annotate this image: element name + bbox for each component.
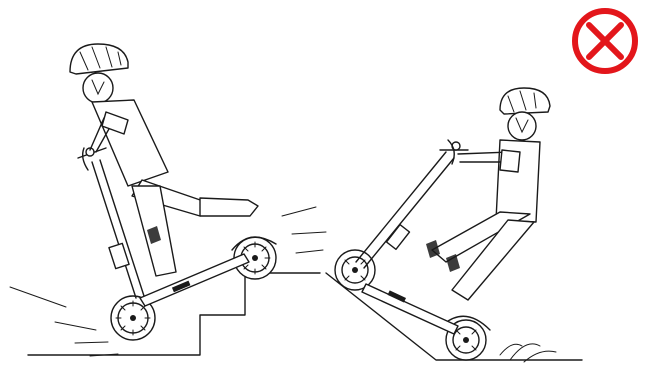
- helmet-right: [500, 88, 550, 114]
- motion-lines-mid: [282, 207, 326, 253]
- back-shoe: [200, 198, 258, 216]
- rider-right: [426, 88, 550, 300]
- handlebar-right: [440, 140, 468, 164]
- motion-lines-left: [10, 287, 118, 356]
- upper-arm-right: [500, 150, 520, 172]
- deck-right: [362, 284, 458, 334]
- scooter-stairs-icon: [10, 44, 326, 356]
- head: [83, 73, 113, 103]
- head-right: [508, 112, 536, 140]
- scooter-ramp-icon: [326, 88, 582, 362]
- rider-left: [70, 44, 258, 276]
- motion-lines-right: [500, 344, 556, 362]
- front-wheel-right: [335, 250, 375, 290]
- stem-clamp: [109, 243, 129, 268]
- torso: [92, 100, 168, 186]
- prohibited-icon: [575, 11, 635, 71]
